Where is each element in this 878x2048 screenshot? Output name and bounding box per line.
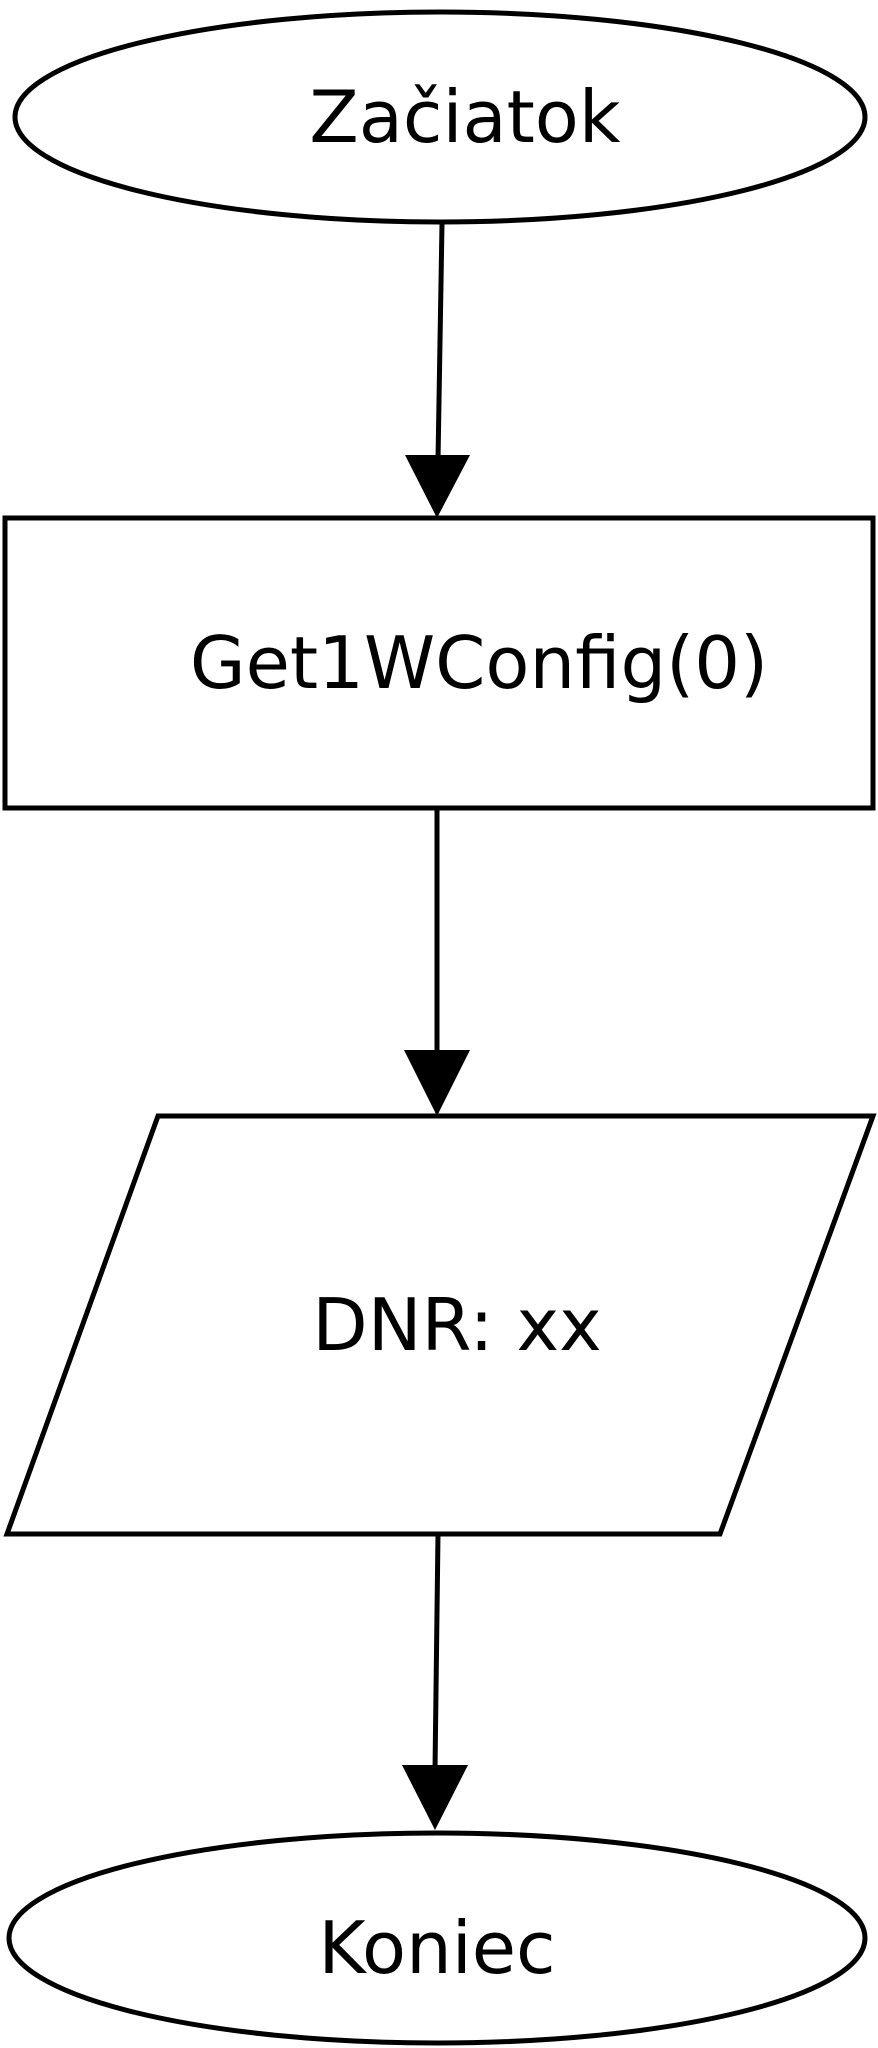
output-parallelogram bbox=[3, 1113, 877, 1537]
edge-start-to-process bbox=[405, 223, 470, 518]
process-label: Get1WConfig(0) bbox=[190, 621, 768, 705]
connector-line bbox=[432, 1533, 441, 1771]
start-label: Začiatok bbox=[309, 75, 620, 159]
edge-process-to-output bbox=[404, 808, 470, 1116]
process-node: Get1WConfig(0) bbox=[2, 515, 876, 811]
end-label: Koniec bbox=[318, 1906, 555, 1990]
arrow-head-icon bbox=[402, 1765, 468, 1830]
output-node: DNR: xx bbox=[3, 1113, 877, 1537]
start-node: Začiatok bbox=[12, 9, 868, 225]
arrow-head-icon bbox=[404, 1050, 470, 1116]
output-label: DNR: xx bbox=[312, 1283, 601, 1367]
edge-output-to-end bbox=[402, 1533, 468, 1830]
arrow-head-icon bbox=[405, 455, 470, 518]
connector-line bbox=[435, 223, 445, 461]
start-ellipse bbox=[12, 9, 868, 225]
process-rect bbox=[2, 515, 876, 811]
end-node: Koniec bbox=[6, 1830, 868, 2046]
end-ellipse bbox=[6, 1830, 868, 2046]
